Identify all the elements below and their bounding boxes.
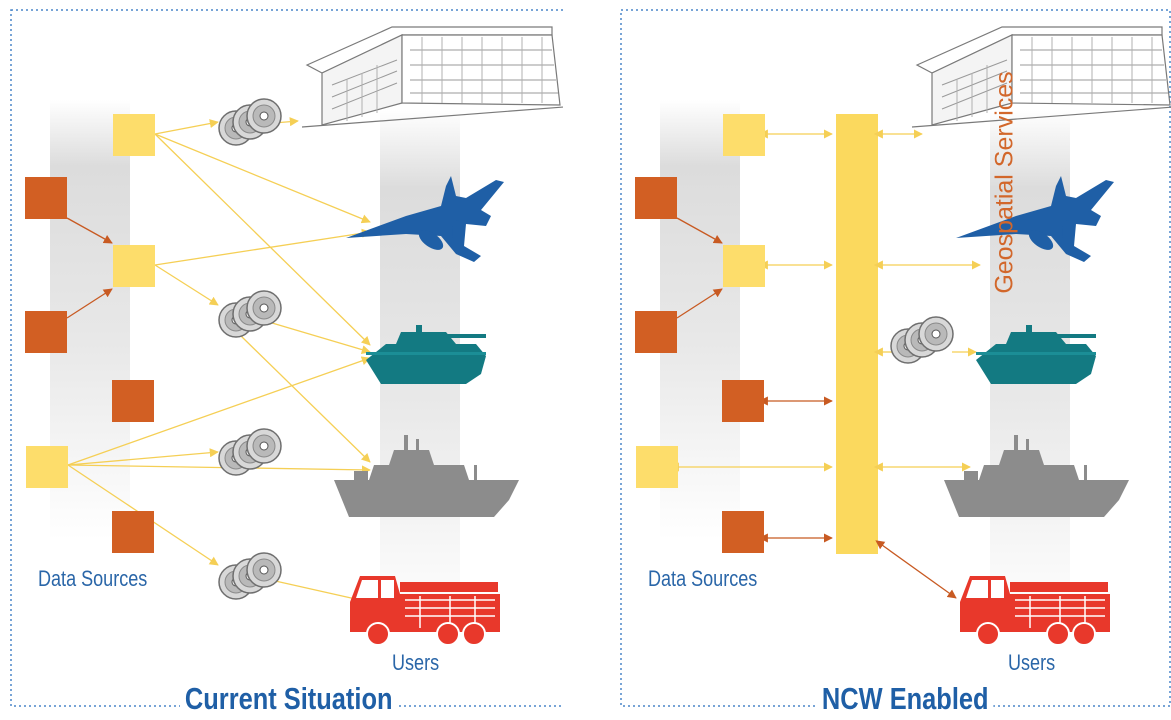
ncw-enabled-panel: Geospatial Services Data Sources Users N… [610,0,1171,718]
hub-links-orange [676,217,957,599]
raw-source-3 [722,380,764,422]
current-situation-panel: Data Sources Users Current Situation [0,0,563,718]
raw-source-1 [25,177,67,219]
disc-stack-icon [219,291,281,337]
processed-source-1 [113,114,155,156]
data-flow-arrows [67,117,371,603]
users-label: Users [1008,650,1056,675]
processed-source-1 [723,114,765,156]
geospatial-services-hub [836,114,878,554]
raw-source-4 [112,511,154,553]
processed-source-2 [723,245,765,287]
data-sources-label: Data Sources [648,566,758,591]
panel-title: Current Situation [180,681,398,717]
disc-stack-icon [891,317,953,363]
panel-title: NCW Enabled [817,681,994,717]
disc-stack-icon [219,553,281,599]
hub-links-yellow [669,129,981,472]
fire-truck-icon [959,575,1111,646]
raw-source-2 [635,311,677,353]
raw-source-4 [722,511,764,553]
processed-source-3 [636,446,678,488]
users-label: Users [392,650,440,675]
processed-source-3 [26,446,68,488]
disc-stack-icon [219,99,281,145]
data-sources-label: Data Sources [38,566,148,591]
raw-source-1 [635,177,677,219]
raw-source-2 [25,311,67,353]
geospatial-services-label: Geospatial Services [990,71,1019,294]
raw-flow-arrows [66,217,113,319]
fire-truck-icon [349,575,501,646]
processed-source-2 [113,245,155,287]
panel-border [620,9,1171,707]
raw-source-3 [112,380,154,422]
